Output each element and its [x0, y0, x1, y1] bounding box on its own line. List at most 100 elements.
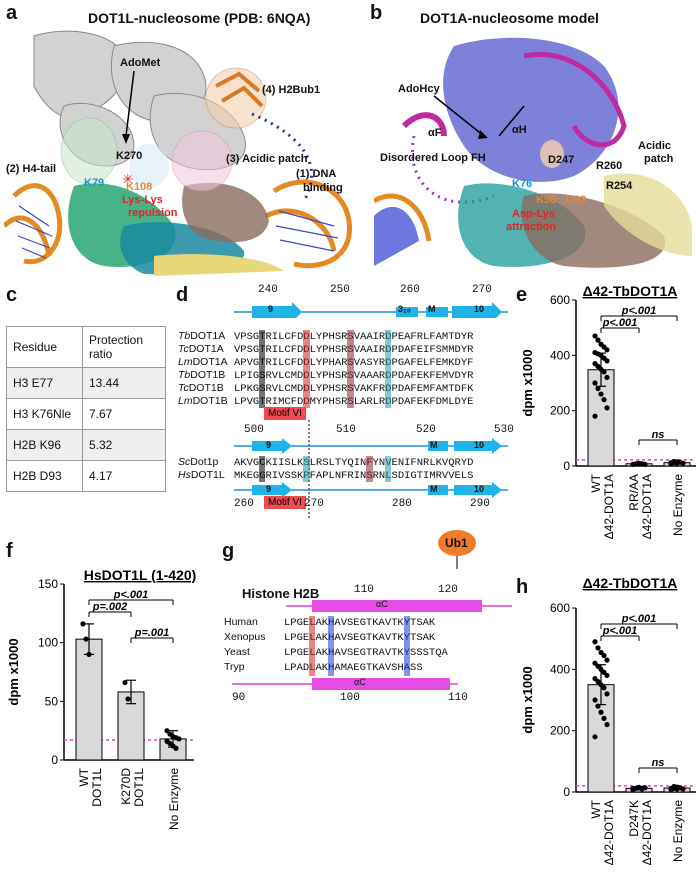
- y-tick-label: 600: [550, 293, 570, 307]
- ub1-badge: [438, 530, 476, 569]
- panel-d-ss-top: [234, 302, 508, 318]
- y-tick-label: 200: [550, 724, 570, 738]
- sig-label: ns: [652, 429, 665, 441]
- data-point: [601, 397, 607, 403]
- g-helix-bottom-label: αC: [354, 677, 366, 687]
- d-num-b280: 280: [392, 498, 412, 510]
- y-tick-label: 400: [550, 348, 570, 362]
- a-k108: K108: [126, 181, 153, 193]
- b-af: αF: [428, 127, 442, 139]
- data-point: [592, 413, 598, 419]
- sequence-text: VPSGTRILCFDDLYPHSRSVAAIRDPEAFRLFAMTDYR: [234, 331, 474, 343]
- protein-name: DOT1B: [192, 395, 228, 407]
- y-tick-label: 600: [550, 601, 570, 615]
- category-label: RR/AA: [627, 474, 641, 511]
- sig-label: p=.002: [92, 601, 128, 613]
- sequence-name: LmDOT1A: [178, 356, 234, 369]
- table-header-row: Residue Protection ratio: [6, 326, 166, 368]
- d-ss-9: 9: [268, 304, 274, 314]
- y-tick-label: 100: [38, 636, 58, 650]
- b-loop: Disordered Loop FH: [380, 152, 486, 164]
- data-point: [173, 745, 179, 751]
- protein-name: Tryp: [224, 661, 245, 673]
- residue-highlight: [303, 343, 310, 356]
- species-italic: Hs: [178, 469, 191, 481]
- d-motif-top: Motif VI: [264, 407, 306, 420]
- b-ah: αH: [512, 124, 527, 136]
- data-point: [598, 709, 604, 715]
- panel-h-label: h: [516, 576, 529, 598]
- data-point: [642, 785, 648, 791]
- sig-label: p<.001: [602, 317, 638, 329]
- sig-label: p<.001: [621, 305, 657, 317]
- residue-highlight: [403, 646, 410, 661]
- table-cell: 7.67: [82, 398, 166, 430]
- d-ss-10: 10: [474, 304, 485, 314]
- table-cell: H3 K76Nle: [6, 398, 83, 430]
- b-acid1: Acidic: [638, 140, 672, 152]
- residue-highlight: [303, 395, 310, 408]
- table-header-residue: Residue: [6, 326, 83, 368]
- g-num-90: 90: [232, 692, 246, 704]
- sequence-text: LPGELAKHAVSEGTKAVTKYTSAK: [284, 632, 436, 644]
- sequence-name: LmDOT1B: [178, 395, 234, 408]
- b-r260: R260: [596, 160, 623, 172]
- y-tick-label: 0: [51, 753, 58, 767]
- data-point: [595, 385, 601, 392]
- panel-d-ss-mid: [234, 438, 508, 454]
- table-cell: 4.17: [82, 460, 166, 492]
- d-motif-bottom: Motif VI: [264, 496, 306, 509]
- data-point: [604, 672, 610, 679]
- g-num-110b: 110: [448, 692, 468, 704]
- residue-highlight: [403, 616, 410, 631]
- residue-highlight: [347, 369, 354, 382]
- d-bot-ss-m: M: [430, 484, 438, 494]
- data-point: [592, 697, 598, 703]
- residue-highlight: [303, 469, 310, 482]
- residue-highlight: [366, 456, 373, 469]
- sequence-text: LPVGTRIMCFDDMYPHSRSLARLRDPDAFEKFDMLDYE: [234, 396, 474, 408]
- species-italic: Tc: [178, 343, 189, 355]
- sequence-name: TcDOT1B: [178, 382, 234, 395]
- category-label: No Enzyme: [671, 474, 685, 536]
- sequence-name: Tryp: [224, 661, 284, 674]
- category-label: Δ42-DOT1A: [602, 474, 616, 539]
- g-helix-top: [286, 600, 512, 612]
- category-label: Δ42-DOT1A: [602, 800, 616, 865]
- table-cell: H2B D93: [6, 460, 83, 492]
- data-point: [592, 380, 598, 386]
- residue-highlight: [385, 469, 392, 482]
- residue-highlight: [385, 382, 392, 395]
- residue-highlight: [347, 395, 354, 408]
- residue-highlight: [347, 343, 354, 356]
- d-num-520: 520: [416, 424, 436, 436]
- a-acidic: (3) Acidic patch: [226, 153, 308, 165]
- sequence-name: Xenopus: [224, 631, 284, 644]
- residue-highlight: [259, 369, 266, 382]
- data-point: [680, 786, 686, 792]
- panel-b-label: b: [370, 2, 383, 24]
- residue-highlight: [385, 369, 392, 382]
- protein-name: DOT1A: [192, 356, 228, 368]
- d-num-b290: 290: [470, 498, 490, 510]
- y-tick-label: 200: [550, 404, 570, 418]
- sequence-text: MKEGGRIVSSKPFAPLNFRINSRNLSDIGTIMRVVELS: [234, 470, 474, 482]
- protein-name: DOT1B: [188, 382, 224, 394]
- sig-label: p=.001: [134, 627, 170, 639]
- residue-highlight: [347, 356, 354, 369]
- data-point: [604, 657, 610, 663]
- data-point: [595, 337, 601, 343]
- b-d93: D93: [566, 194, 587, 206]
- category-label: DOT1L: [90, 768, 104, 807]
- table-cell: 5.32: [82, 429, 166, 461]
- residue-highlight: [403, 631, 410, 646]
- residue-highlight: [259, 456, 266, 469]
- g-num-100: 100: [340, 692, 360, 704]
- sig-label: p<.001: [113, 589, 149, 601]
- data-point: [592, 639, 598, 645]
